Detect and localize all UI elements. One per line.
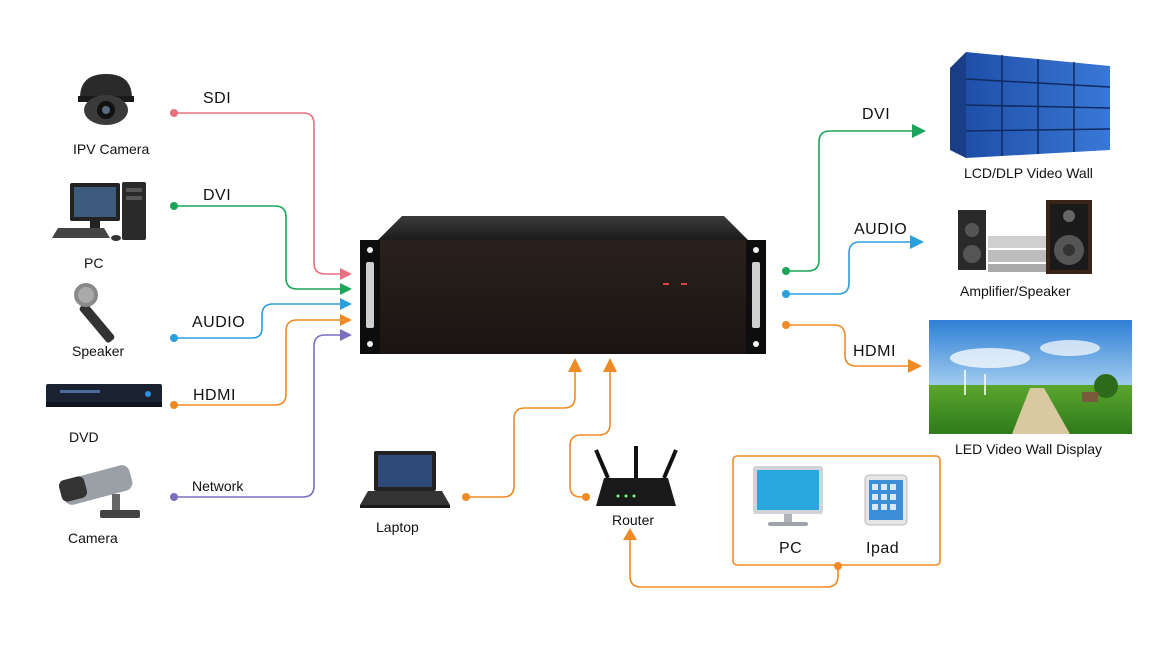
client-pc-monitor-icon bbox=[753, 466, 823, 526]
router-icon bbox=[594, 446, 678, 506]
sdi-line bbox=[174, 112, 342, 275]
pc-label: PC bbox=[84, 255, 104, 271]
dvd-label: DVD bbox=[69, 429, 99, 445]
audio-signal-label: AUDIO bbox=[192, 314, 246, 331]
client-pc-label: PC bbox=[779, 540, 803, 557]
ipv-camera-icon bbox=[78, 74, 134, 125]
laptop-icon bbox=[360, 451, 450, 508]
network-lines bbox=[466, 370, 941, 588]
router-label: Router bbox=[612, 512, 655, 528]
router-line bbox=[569, 370, 611, 498]
out-dvi-signal-label: DVI bbox=[862, 106, 891, 123]
video-wall-icon bbox=[950, 52, 1111, 158]
dvi-signal-label: DVI bbox=[203, 187, 232, 204]
network-arrowheads bbox=[568, 358, 637, 540]
audio-line bbox=[174, 303, 342, 339]
led-display-label: LED Video Wall Display bbox=[955, 441, 1103, 457]
led-display-icon bbox=[929, 320, 1132, 434]
output-lines bbox=[786, 130, 915, 367]
input-lines bbox=[174, 112, 342, 498]
ipad-label: Ipad bbox=[866, 540, 900, 557]
sdi-signal-label: SDI bbox=[203, 90, 232, 107]
out-audio-line bbox=[786, 241, 914, 295]
video-processor-unit bbox=[360, 216, 766, 354]
pc-icon bbox=[52, 182, 146, 241]
camera-label: Camera bbox=[68, 530, 118, 546]
hdmi-signal-label: HDMI bbox=[193, 387, 236, 404]
network-signal-label: Network bbox=[192, 478, 244, 494]
dvd-player-icon bbox=[46, 384, 162, 407]
amplifier-speaker-icon bbox=[958, 200, 1092, 274]
ipv-camera-label: IPV Camera bbox=[73, 141, 150, 157]
output-arrowheads bbox=[908, 124, 926, 373]
input-dots bbox=[170, 109, 178, 501]
laptop-line bbox=[466, 370, 576, 498]
network-dots bbox=[462, 493, 842, 570]
security-camera-icon bbox=[58, 465, 140, 518]
dvi-line bbox=[174, 205, 342, 290]
out-hdmi-signal-label: HDMI bbox=[853, 343, 896, 360]
network-line bbox=[174, 334, 342, 498]
out-hdmi-line bbox=[786, 324, 912, 367]
amplifier-label: Amplifier/Speaker bbox=[960, 283, 1071, 299]
client-line bbox=[629, 538, 839, 588]
out-dvi-line bbox=[786, 130, 915, 272]
laptop-label: Laptop bbox=[376, 519, 419, 535]
ipad-icon bbox=[864, 474, 908, 526]
hdmi-line bbox=[174, 319, 342, 406]
speaker-label: Speaker bbox=[72, 343, 125, 359]
input-arrowheads bbox=[340, 268, 352, 341]
video-wall-label: LCD/DLP Video Wall bbox=[964, 165, 1093, 181]
microphone-icon bbox=[74, 283, 115, 343]
out-audio-signal-label: AUDIO bbox=[854, 221, 908, 238]
output-dots bbox=[782, 267, 790, 329]
